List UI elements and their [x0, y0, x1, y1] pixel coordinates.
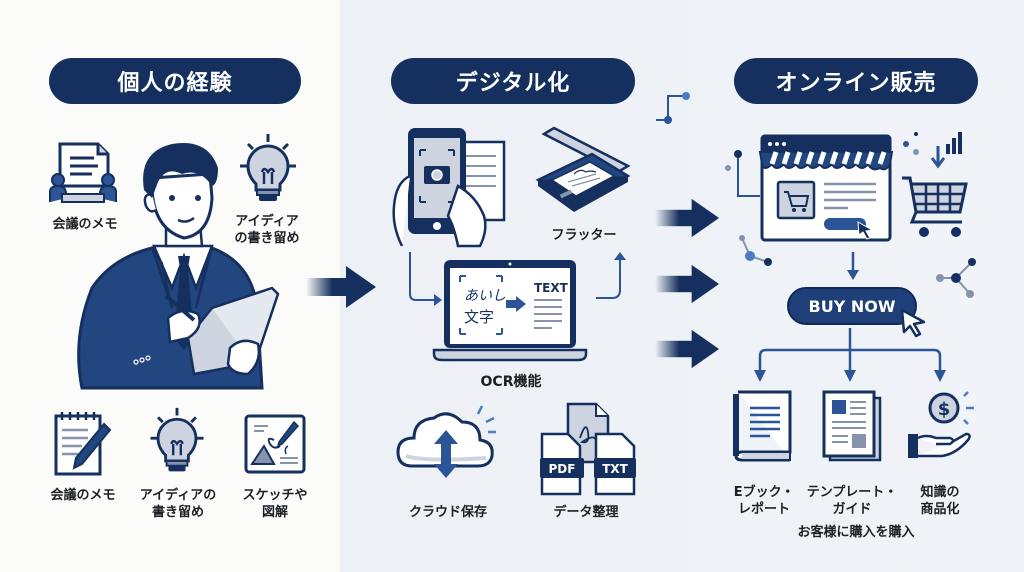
label-line: 図解: [261, 505, 288, 520]
flow-arrow-icon: [655, 264, 720, 304]
flow-arrow-icon: [655, 329, 720, 369]
branch-arrows-icon: [754, 328, 946, 382]
label-line: レポート: [737, 502, 790, 517]
label-ebook-report: Eブック・ レポート: [718, 484, 810, 518]
label-line: ガイド: [832, 502, 872, 517]
laptop-ocr-icon: あいし 文字 TEXT: [432, 260, 588, 362]
ocr-handwriting-line-2: 文字: [464, 308, 494, 326]
cloud-sync-icon: [396, 405, 496, 478]
lightbulb-icon: [240, 134, 296, 201]
document-files-icon: PDF TXT: [540, 402, 636, 496]
label-cloud-storage: クラウド保存: [408, 505, 487, 520]
label-line: スケッチや: [242, 488, 308, 503]
ocr-flow-connectors: [409, 252, 626, 306]
network-nodes-icon: [936, 258, 976, 298]
label-ocr-function: OCR機能: [480, 374, 542, 390]
file-tag-txt: TXT: [602, 462, 628, 476]
ocr-output-text-label: TEXT: [534, 281, 569, 295]
network-nodes-icon: [656, 92, 690, 124]
label-line: 書き留め: [151, 505, 204, 520]
arrow-down-icon: [847, 252, 859, 280]
label-template-guide: テンプレート・ ガイド: [800, 484, 904, 518]
label-line: 商品化: [920, 502, 960, 517]
section-title-personal-experience: 個人の経験: [49, 58, 301, 104]
svg-text:$: $: [938, 399, 951, 420]
ebook-icon: [733, 390, 792, 462]
label-sketch-diagram: スケッチや 図解: [228, 487, 322, 521]
label-meeting-notes: 会議のメモ: [52, 217, 118, 232]
label-line: アイディアの: [139, 488, 217, 503]
section-title-online-sales: オンライン販売: [734, 58, 978, 104]
label-line: Eブック・: [733, 485, 795, 500]
template-guide-icon: [822, 390, 882, 462]
hand-coin-icon: $: [908, 391, 974, 458]
label-line: テンプレート・: [806, 485, 898, 500]
ocr-handwriting-line-1: あいし: [464, 288, 506, 304]
label-meeting-notes-bottom: 会議のメモ: [50, 488, 116, 503]
file-tag-pdf: PDF: [549, 462, 576, 476]
meeting-document-icon: [49, 142, 117, 203]
network-nodes-icon: [739, 235, 772, 266]
sketch-diagram-icon: [244, 414, 306, 474]
businessman-figure: [77, 143, 280, 390]
label-knowledge-productization: 知識の 商品化: [900, 484, 980, 518]
smartphone-camera-scan-icon: [392, 128, 506, 248]
label-data-organization: データ整理: [553, 505, 619, 520]
network-nodes-icon: [725, 150, 760, 197]
label-idea-notes-top: アイディア の書き留め: [222, 213, 312, 247]
section-title-digitization: デジタル化: [391, 58, 635, 104]
label-idea-notes-bottom: アイディアの 書き留め: [130, 487, 226, 521]
cursor-pointer-icon: [900, 308, 926, 338]
flatbed-scanner-icon: [535, 126, 631, 212]
lightbulb-icon-bottom: [150, 407, 204, 472]
buy-now-button[interactable]: BUY NOW: [787, 287, 917, 325]
flow-arrow-icon: [306, 266, 376, 308]
label-flatbed-scanner: フラッター: [551, 228, 617, 243]
shopping-cart-icon: [902, 132, 968, 237]
notepad-pencil-icon: [54, 412, 112, 476]
label-line: の書き留め: [234, 231, 300, 246]
label-line: アイディア: [235, 214, 299, 229]
footer-caption: お客様に購入を購入: [797, 525, 915, 540]
label-line: 知識の: [920, 485, 960, 500]
online-storefront-icon: [758, 134, 894, 242]
flow-arrow-icon: [655, 198, 720, 238]
